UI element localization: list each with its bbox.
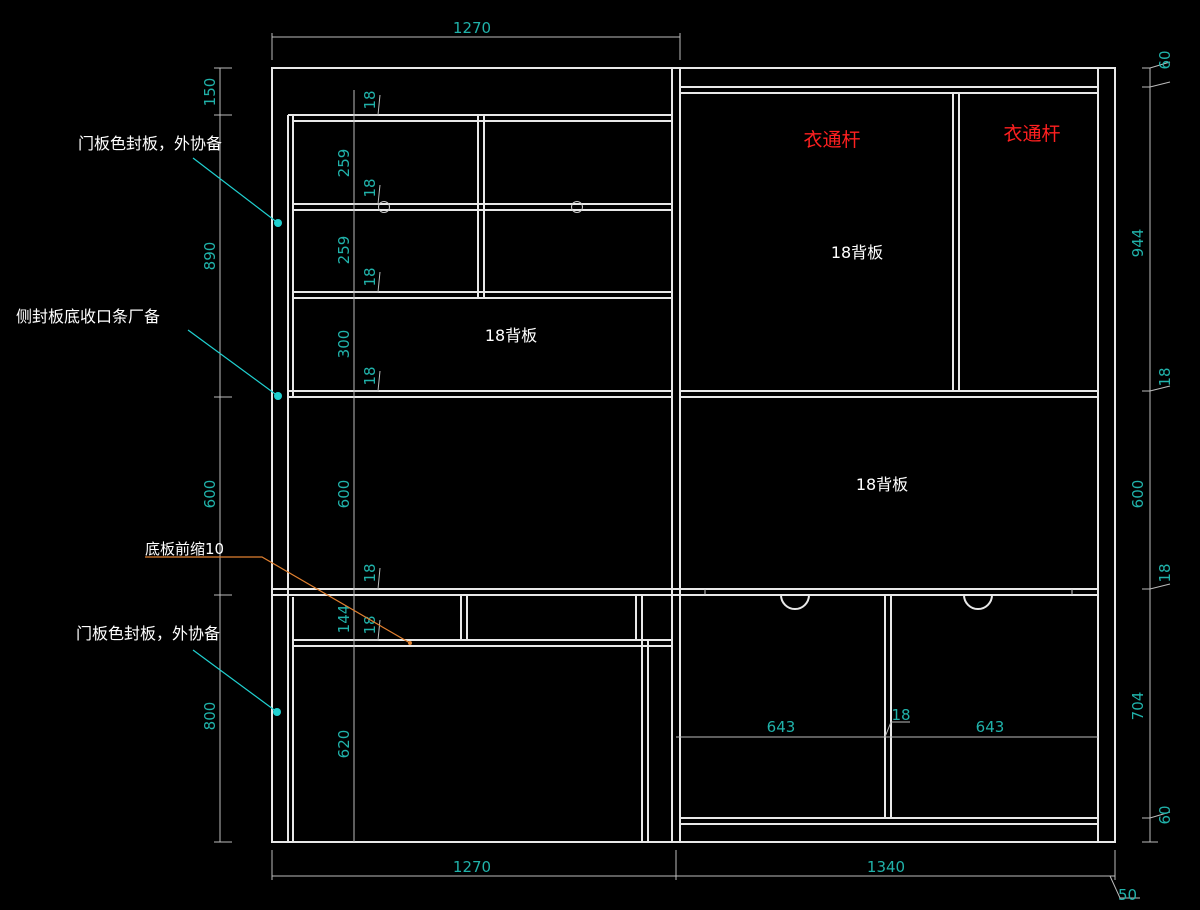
dim-right-outer: 944 <box>1129 229 1147 258</box>
dim-left-inner: 620 <box>335 730 353 759</box>
dim-right-outer: 60 <box>1156 50 1174 69</box>
knob-icon <box>571 201 583 213</box>
dimension-lines <box>214 33 1171 899</box>
dim-left-outer: 890 <box>201 242 219 271</box>
handle-icon <box>780 594 810 610</box>
dim-left-inner: 18 <box>361 615 379 634</box>
panel-labels: 衣通杆 衣通杆 18背板 18背板 18背板 <box>485 123 1061 494</box>
hanging-rod-label: 衣通杆 <box>803 129 860 151</box>
dim-right-outer: 600 <box>1129 480 1147 509</box>
back-panel-label: 18背板 <box>831 243 883 262</box>
callout-door-panel-top: 门板色封板，外协备 <box>78 134 222 153</box>
callout-point-icon <box>273 708 281 716</box>
dim-left-inner: 18 <box>361 90 379 109</box>
dim-left-inner: 18 <box>361 178 379 197</box>
dimension-text: 1270 1270 1340 50 150 890 600 800 18 259… <box>201 19 1174 904</box>
cabinet-outline <box>271 67 1116 843</box>
dim-drawer-right: 643 <box>976 718 1005 736</box>
callout-point-icon <box>274 392 282 400</box>
dim-right-outer: 18 <box>1156 367 1174 386</box>
dim-right-outer: 704 <box>1129 692 1147 721</box>
dim-left-inner: 144 <box>335 605 353 634</box>
knob-icon <box>378 201 390 213</box>
dim-left-inner: 18 <box>361 267 379 286</box>
handle-icon <box>963 594 993 610</box>
callout-side-panel: 侧封板底收口条厂备 <box>16 307 160 326</box>
callout-door-panel-bottom: 门板色封板，外协备 <box>76 624 220 643</box>
hanging-rod-label: 衣通杆 <box>1003 123 1060 145</box>
dim-left-outer: 150 <box>201 78 219 107</box>
callouts: 门板色封板，外协备 侧封板底收口条厂备 底板前缩10 门板色封板，外协备 <box>16 134 412 716</box>
dim-drawer-mid: 18 <box>891 706 910 724</box>
callout-point-icon <box>274 219 282 227</box>
dim-left-inner: 259 <box>335 149 353 178</box>
dim-left-inner: 600 <box>335 480 353 509</box>
cabinet-structure <box>271 67 1116 843</box>
back-panel-label: 18背板 <box>485 326 537 345</box>
dim-left-outer: 600 <box>201 480 219 509</box>
dim-right-outer: 18 <box>1156 563 1174 582</box>
dim-bottom-left: 1270 <box>453 858 491 876</box>
back-panel-label: 18背板 <box>856 475 908 494</box>
dim-right-outer: 60 <box>1156 805 1174 824</box>
dim-left-inner: 18 <box>361 563 379 582</box>
dim-left-inner: 18 <box>361 366 379 385</box>
dim-bottom-offset: 50 <box>1118 886 1137 904</box>
dim-bottom-right: 1340 <box>867 858 905 876</box>
dim-top-width: 1270 <box>453 19 491 37</box>
dim-drawer-left: 643 <box>767 718 796 736</box>
dim-left-outer: 800 <box>201 702 219 731</box>
callout-point-icon <box>408 641 412 645</box>
dim-left-inner: 259 <box>335 236 353 265</box>
callout-bottom-setback: 底板前缩10 <box>145 540 224 558</box>
dim-left-inner: 300 <box>335 330 353 359</box>
